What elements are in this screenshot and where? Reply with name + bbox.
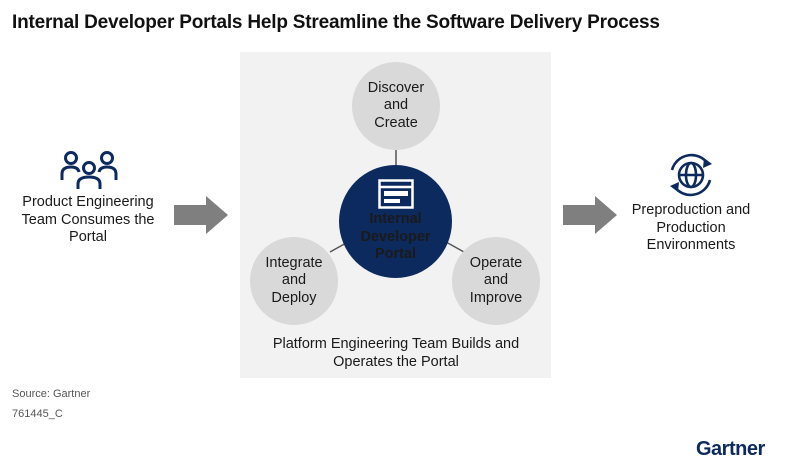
- consumer-label: Product Engineering Team Consumes the Po…: [21, 194, 155, 245]
- globe-cycle-icon: [670, 153, 712, 197]
- node-label: Integrate and Deploy: [265, 254, 323, 306]
- node-integrate-deploy: Integrate and Deploy: [250, 237, 338, 325]
- connector-operate: [445, 241, 465, 253]
- node-label: Operate and Improve: [469, 254, 523, 306]
- destination-label: Preproduction and Production Environment…: [631, 202, 751, 253]
- node-label: Discover and Create: [367, 79, 425, 131]
- people-group-icon: [60, 151, 118, 189]
- portal-center-label: Internal Developer Portal: [360, 211, 431, 263]
- page-title: Internal Developer Portals Help Streamli…: [12, 12, 660, 33]
- node-operate-improve: Operate and Improve: [452, 237, 540, 325]
- arrow-right-icon: [174, 196, 228, 234]
- arrow-right-icon: [563, 196, 617, 234]
- node-discover-create: Discover and Create: [352, 62, 440, 150]
- portal-center-node: Internal Developer Portal: [339, 165, 452, 278]
- platform-caption: Platform Engineering Team Builds and Ope…: [272, 336, 520, 370]
- document-id: 761445_C: [12, 408, 63, 420]
- browser-window-icon: [377, 179, 414, 209]
- source-note: Source: Gartner: [12, 388, 91, 400]
- brand-logo: Gartner: [696, 438, 765, 460]
